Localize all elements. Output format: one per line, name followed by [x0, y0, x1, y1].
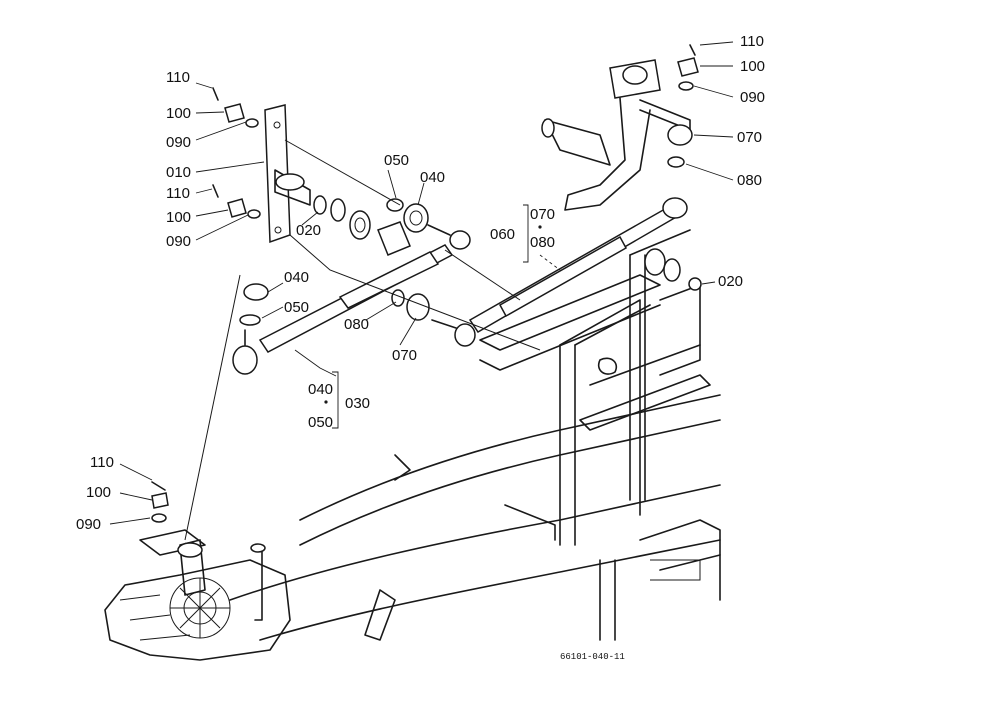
label-100-lower-left: 100: [86, 484, 112, 501]
label-090-lower-left: 090: [76, 516, 102, 533]
label-090-upper-right: 090: [740, 89, 766, 106]
label-110-lower-left: 110: [90, 454, 114, 471]
group-brackets: [324, 204, 542, 429]
label-080-upper-right: 080: [737, 172, 763, 189]
center-hardware: [391, 289, 476, 347]
label-100-upper-left: 100: [166, 105, 192, 122]
label-040-group: 040: [308, 381, 334, 398]
label-040-top: 040: [420, 169, 446, 186]
label-070-group: 070: [530, 206, 556, 223]
label-100-mid-left: 100: [166, 209, 192, 226]
label-110-upper-right: 110: [740, 33, 764, 50]
tie-rod-left: [232, 224, 471, 375]
label-050-tie-rod: 050: [284, 299, 310, 316]
label-030: 030: [345, 395, 371, 412]
assembly-lines: [184, 139, 561, 541]
drawing-code: 66101-040-11: [560, 652, 625, 662]
label-050-top: 050: [384, 152, 410, 169]
label-010: 010: [166, 164, 192, 181]
label-060: 060: [490, 226, 516, 243]
left-bearings: [313, 195, 429, 256]
label-100-upper-right: 100: [740, 58, 766, 75]
label-080-center: 080: [344, 316, 370, 333]
label-040-tie-rod: 040: [284, 269, 310, 286]
lower-left-hardware: [151, 481, 169, 523]
label-090-upper-left: 090: [166, 134, 192, 151]
label-020-right: 020: [718, 273, 744, 290]
label-110-upper-left: 110: [166, 69, 190, 86]
steering-gearbox: [104, 529, 291, 661]
pitman-arm-010: [264, 104, 311, 244]
tie-rod-right: [468, 197, 688, 334]
label-090-mid-left: 090: [166, 233, 192, 250]
label-020-left: 020: [296, 222, 322, 239]
chassis-frame: [229, 229, 721, 641]
right-upper-hardware: [667, 44, 699, 168]
label-080-group: 080: [530, 234, 556, 251]
right-bearings: [644, 248, 702, 291]
label-110-mid-left: 110: [166, 185, 190, 202]
left-upper-hardware: [212, 87, 261, 219]
leader-lines: [109, 41, 734, 525]
label-070-upper-right: 070: [737, 129, 763, 146]
label-050-group: 050: [308, 414, 334, 431]
knuckle-arm: [541, 59, 691, 211]
label-070-center: 070: [392, 347, 418, 364]
